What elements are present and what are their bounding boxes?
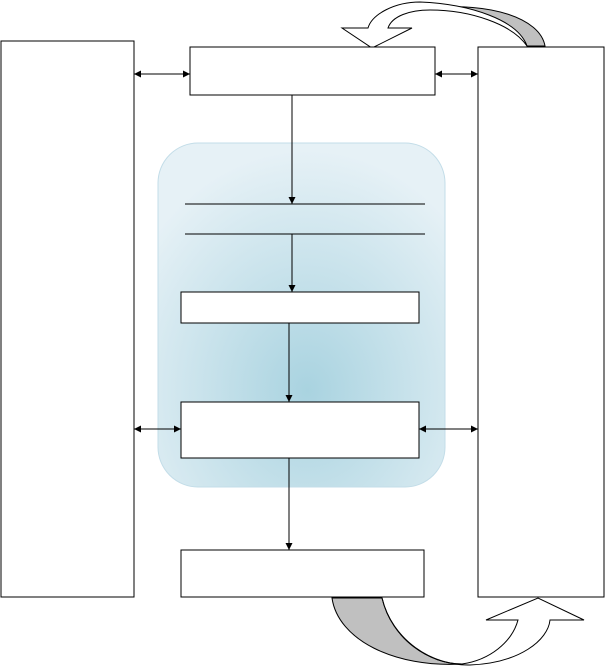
top-curved-arrow-back bbox=[429, 6, 546, 47]
top-curved-arrow-front bbox=[340, 1, 528, 49]
stage-2-box bbox=[180, 291, 420, 324]
right-panel bbox=[477, 46, 605, 598]
left-panel bbox=[0, 40, 135, 598]
top-box bbox=[189, 46, 436, 96]
bottom-box bbox=[180, 549, 425, 598]
stage-3-box bbox=[180, 401, 420, 459]
bottom-curved-arrow-back bbox=[331, 597, 463, 665]
bottom-curved-arrow-front bbox=[381, 597, 585, 666]
